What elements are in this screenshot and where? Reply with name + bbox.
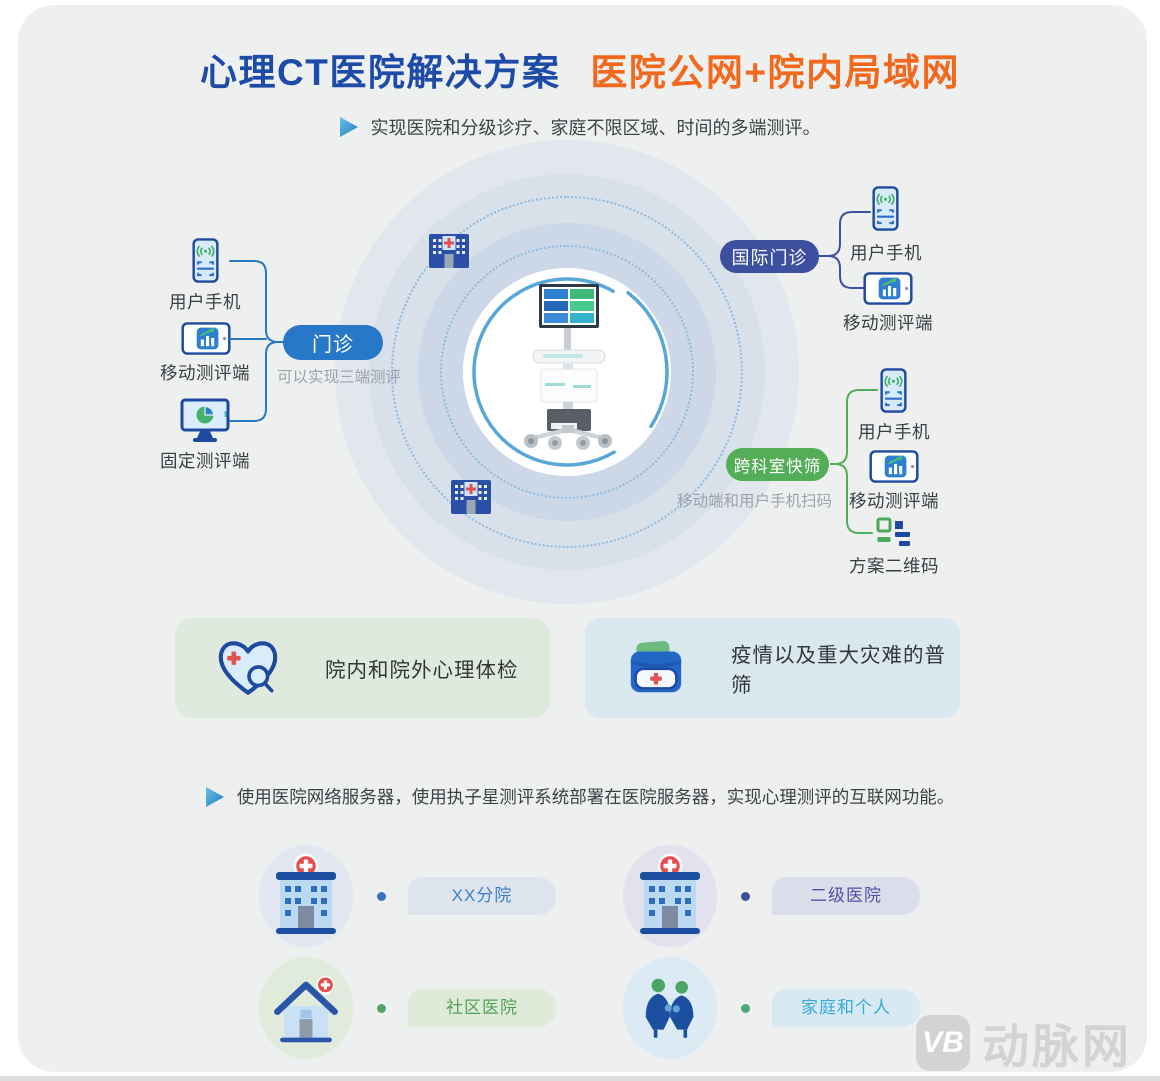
network-item-secondary-hospital: 二级医院: [623, 845, 920, 947]
badge-cross-department: 跨科室快筛: [726, 448, 829, 481]
community-house-icon: [269, 968, 343, 1048]
device-label: 用户手机: [850, 243, 922, 263]
title-highlight: 医院公网+院内局域网: [590, 52, 960, 93]
bracket-connector: [818, 211, 871, 289]
bracket-connector: [229, 260, 285, 422]
play-arrow-icon: [340, 117, 358, 137]
feature-card-label: 疫情以及重大灾难的普筛: [730, 644, 946, 697]
device-label: 移动测评端: [843, 313, 933, 333]
network-item-label: 社区医院: [408, 989, 556, 1027]
hospital-building-icon: [429, 228, 469, 268]
vb-logo: VB: [916, 1014, 970, 1071]
network-item-branch-hospital: XX分院: [259, 845, 556, 947]
phone-scan-icon: [872, 186, 899, 231]
dotted-ring-outer: [391, 196, 743, 548]
bracket-connector: [830, 389, 878, 534]
family-icon: [634, 976, 706, 1040]
badge-outpatient: 门诊: [283, 325, 383, 360]
connector-dot: [741, 891, 750, 901]
qrcode-icon: [876, 517, 912, 547]
tablet-chart-icon: [869, 450, 919, 483]
phone-scan-icon: [880, 368, 907, 413]
device-label: 方案二维码: [849, 556, 939, 576]
title-main: 心理CT医院解决方案: [200, 52, 561, 93]
dotted-ring-inner: [440, 245, 694, 499]
tablet-chart-icon: [863, 272, 913, 305]
tablet-chart-icon: [181, 322, 231, 355]
watermark-brand: 动脉网: [982, 1020, 1132, 1073]
phone-scan-icon: [192, 238, 219, 283]
device-label: 用户手机: [858, 422, 930, 442]
hospital-building-icon: [451, 474, 491, 514]
network-item-label: 二级医院: [772, 877, 920, 915]
connector-dot: [377, 891, 386, 901]
heart-magnifier-icon: [215, 637, 281, 699]
page-title: 心理CT医院解决方案医院公网+院内局域网: [0, 42, 1160, 96]
icon-circle: [259, 957, 353, 1059]
network-item-family: 家庭和个人: [623, 957, 920, 1059]
feature-card-label: 院内和院外心理体检: [325, 659, 519, 682]
swirl-arc: [465, 270, 669, 474]
badge-international: 国际门诊: [720, 240, 819, 273]
connector-dot: [741, 1003, 750, 1013]
hospital-icon: [632, 854, 708, 938]
device-label: 移动测评端: [160, 363, 250, 383]
icon-circle: [259, 845, 353, 947]
device-label: 固定测评端: [160, 451, 250, 471]
medical-cart-image: [511, 284, 623, 450]
server-bullet: 使用医院网络服务器，使用执子星测评系统部署在医院服务器，实现心理测评的互联网功能…: [0, 784, 1160, 809]
connector-dot: [377, 1003, 386, 1013]
cross-department-note: 移动端和用户手机扫码: [676, 493, 832, 510]
icon-circle: [623, 957, 717, 1059]
network-item-label: XX分院: [408, 877, 556, 915]
network-item-community-hospital: 社区医院: [259, 957, 556, 1059]
icon-circle: [623, 845, 717, 947]
device-label: 用户手机: [169, 292, 241, 312]
device-label: 移动测评端: [849, 491, 939, 511]
intro-text: 实现医院和分级诊疗、家庭不限区域、时间的多端测评。: [370, 118, 821, 138]
feature-card-checkup: 院内和院外心理体检: [175, 618, 550, 718]
intro-bullet: 实现医院和分级诊疗、家庭不限区域、时间的多端测评。: [0, 114, 1160, 140]
outpatient-note: 可以实现三端测评: [276, 369, 401, 386]
network-item-label: 家庭和个人: [772, 989, 920, 1027]
bottom-edge-strip: [0, 1076, 1160, 1081]
play-arrow-icon: [206, 787, 224, 807]
watermark: VB 动脉网: [916, 1008, 1132, 1077]
hospital-icon: [268, 854, 344, 938]
feature-card-screening: 疫情以及重大灾难的普筛: [585, 618, 960, 718]
first-aid-kit-icon: [625, 639, 687, 697]
server-text: 使用医院网络服务器，使用执子星测评系统部署在医院服务器，实现心理测评的互联网功能…: [236, 787, 955, 807]
monitor-pie-icon: [180, 398, 230, 444]
